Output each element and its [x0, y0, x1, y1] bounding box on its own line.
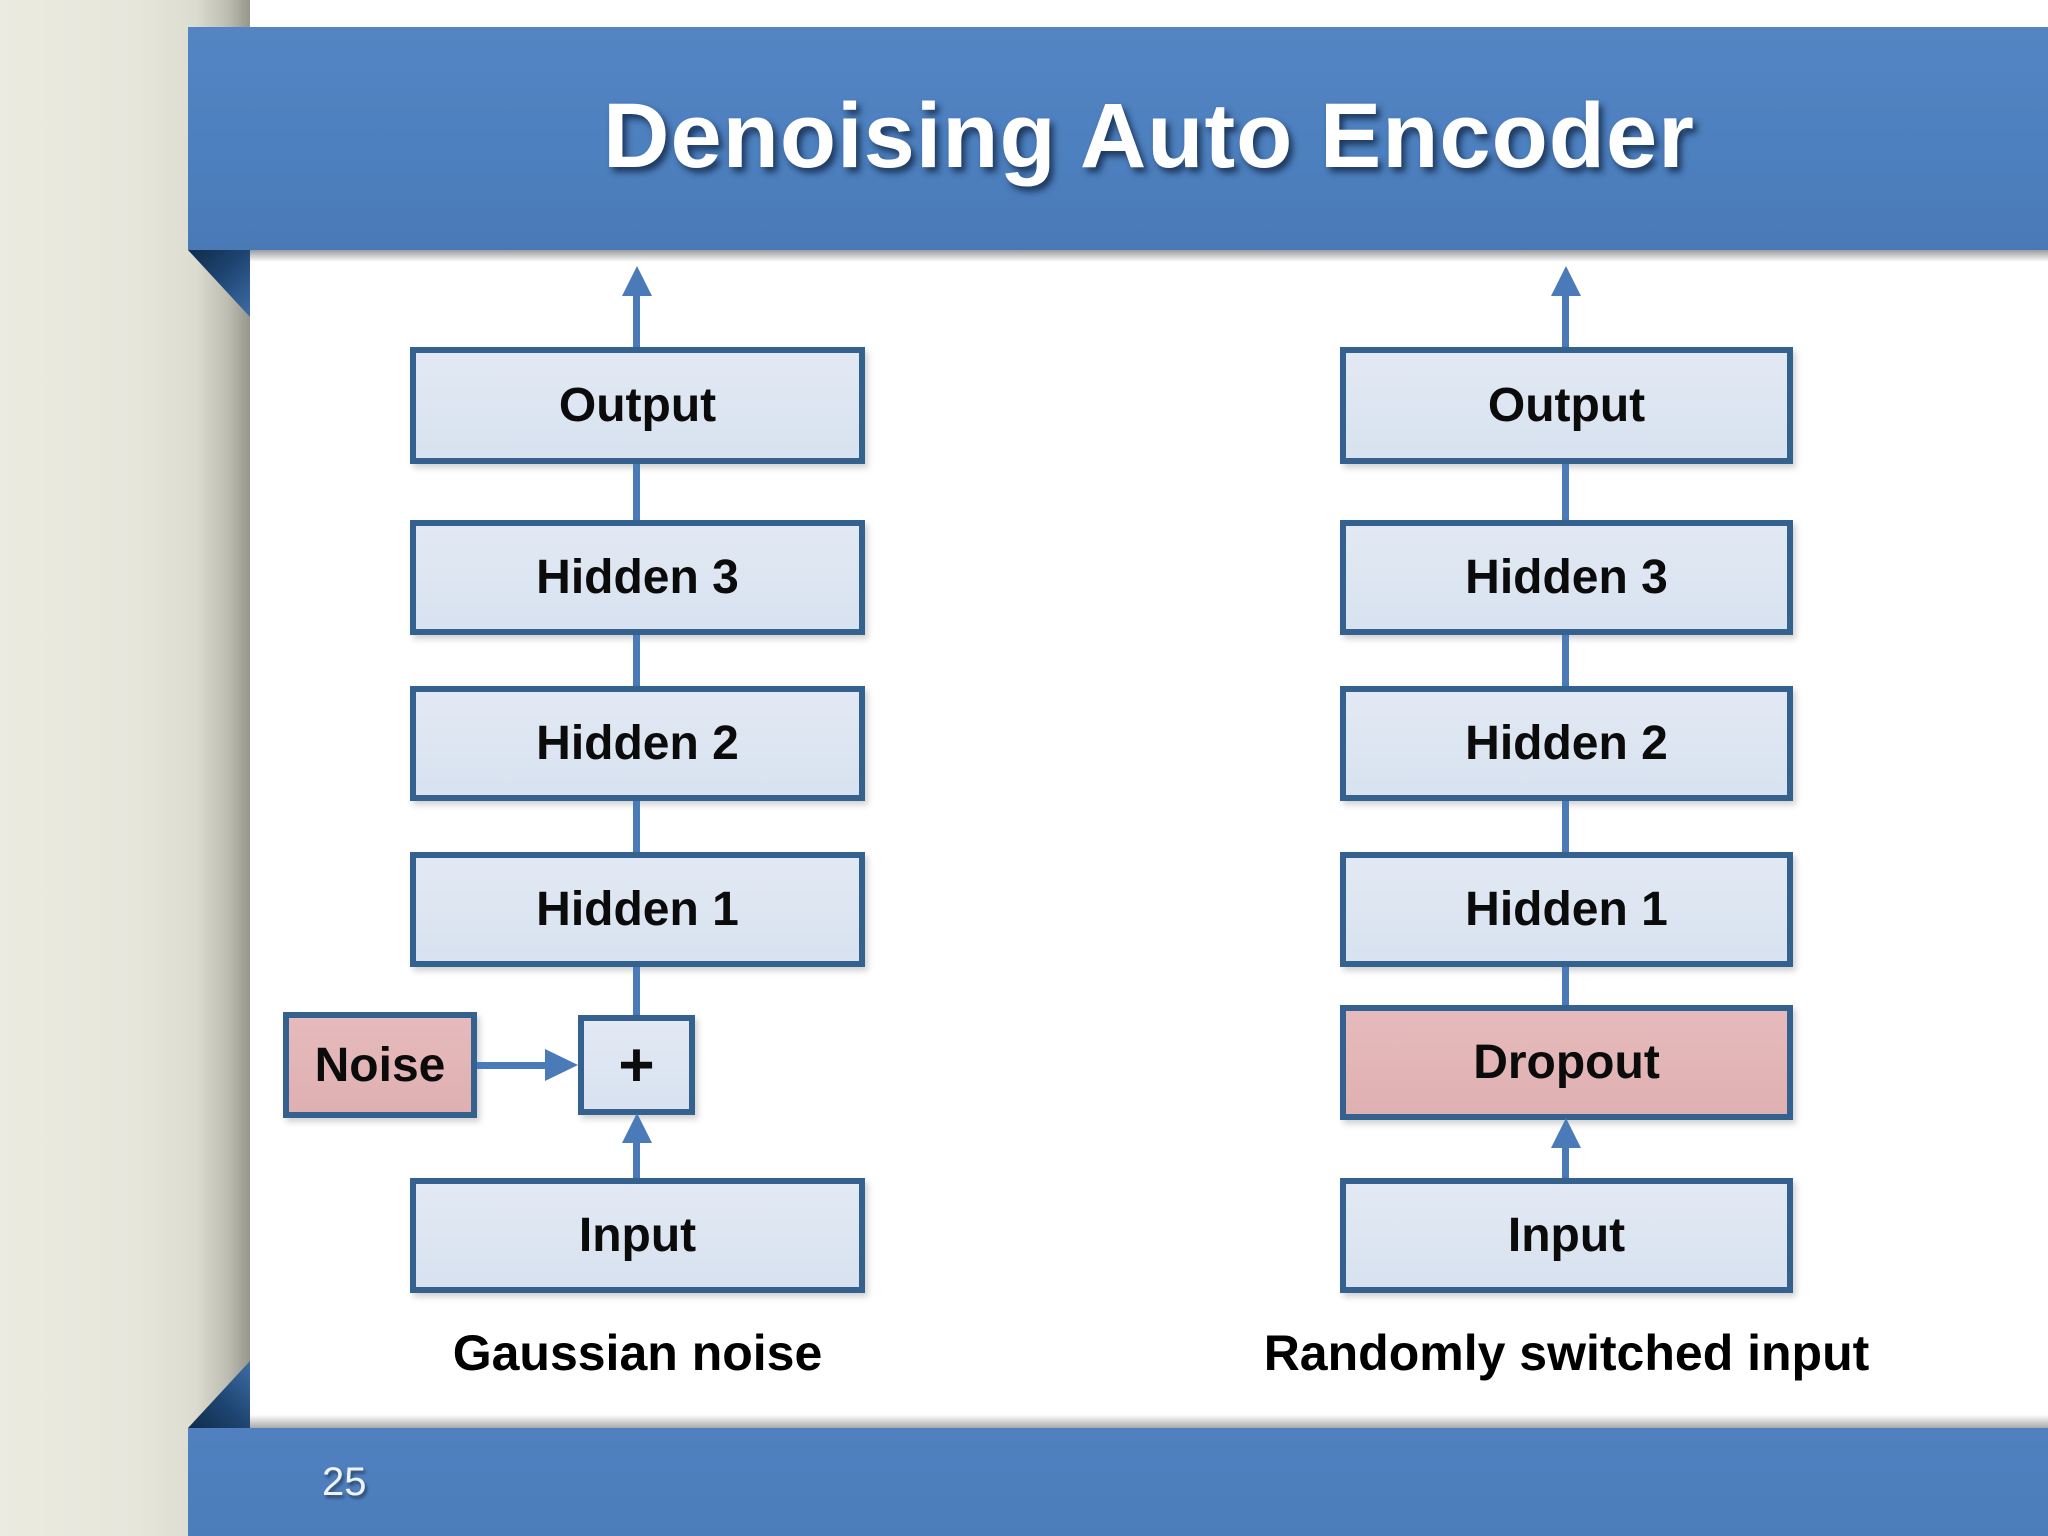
right-hidden3-box: Hidden 3 [1340, 520, 1793, 635]
left-hidden1-label: Hidden 1 [536, 883, 739, 936]
left-connector-output-hidden3 [633, 464, 640, 520]
left-output-arrow-tail [633, 294, 640, 347]
title-banner [188, 27, 2048, 250]
right-input-label: Input [1507, 1209, 1626, 1262]
left-hidden1-box: Hidden 1 [410, 852, 865, 967]
left-connector-hidden3-hidden2 [633, 635, 640, 686]
left-caption: Gaussian noise [452, 1325, 823, 1381]
right-output-arrow-tail [1562, 294, 1569, 347]
right-caption: Randomly switched input [1263, 1325, 1870, 1381]
footer-bar [188, 1428, 2048, 1536]
right-connector-hidden1-dropout [1562, 967, 1569, 1005]
right-input-arrow-icon [1551, 1118, 1581, 1148]
right-hidden2-label: Hidden 2 [1465, 717, 1668, 770]
right-hidden3-label: Hidden 3 [1465, 551, 1668, 604]
slide-title: Denoising Auto Encoder [603, 85, 1695, 187]
right-input-arrow-tail [1562, 1146, 1569, 1178]
right-output-arrow-icon [1551, 266, 1581, 296]
right-hidden2-box: Hidden 2 [1340, 686, 1793, 801]
right-connector-output-hidden3 [1562, 464, 1569, 520]
left-input-arrow-icon [622, 1113, 652, 1143]
left-output-arrow-icon [622, 266, 652, 296]
dropout-label: Dropout [1473, 1036, 1660, 1089]
left-input-arrow-tail [633, 1141, 640, 1178]
left-output-label: Output [558, 379, 717, 432]
left-hidden2-box: Hidden 2 [410, 686, 865, 801]
plus-node-box: + [578, 1015, 695, 1115]
left-connector-hidden1-plus [633, 967, 640, 1015]
noise-box: Noise [283, 1012, 477, 1118]
footer-drop-shadow [250, 1415, 2048, 1428]
right-hidden1-box: Hidden 1 [1340, 852, 1793, 967]
left-hidden3-label: Hidden 3 [536, 551, 739, 604]
left-hidden2-label: Hidden 2 [536, 717, 739, 770]
page-number: 25 [322, 1460, 367, 1504]
dropout-box: Dropout [1340, 1005, 1793, 1120]
noise-arrow-tail [477, 1062, 545, 1069]
noise-arrow-icon [545, 1049, 578, 1081]
left-output-box: Output [410, 347, 865, 464]
right-hidden1-label: Hidden 1 [1465, 883, 1668, 936]
plus-label: + [618, 1030, 655, 1100]
left-input-box: Input [410, 1178, 865, 1293]
right-connector-hidden2-hidden1 [1562, 801, 1569, 852]
right-input-box: Input [1340, 1178, 1793, 1293]
right-output-box: Output [1340, 347, 1793, 464]
right-connector-hidden3-hidden2 [1562, 635, 1569, 686]
left-hidden3-box: Hidden 3 [410, 520, 865, 635]
left-input-label: Input [578, 1209, 697, 1262]
right-output-label: Output [1487, 379, 1646, 432]
left-connector-hidden2-hidden1 [633, 801, 640, 852]
banner-drop-shadow [250, 250, 2048, 262]
noise-label: Noise [314, 1038, 446, 1092]
